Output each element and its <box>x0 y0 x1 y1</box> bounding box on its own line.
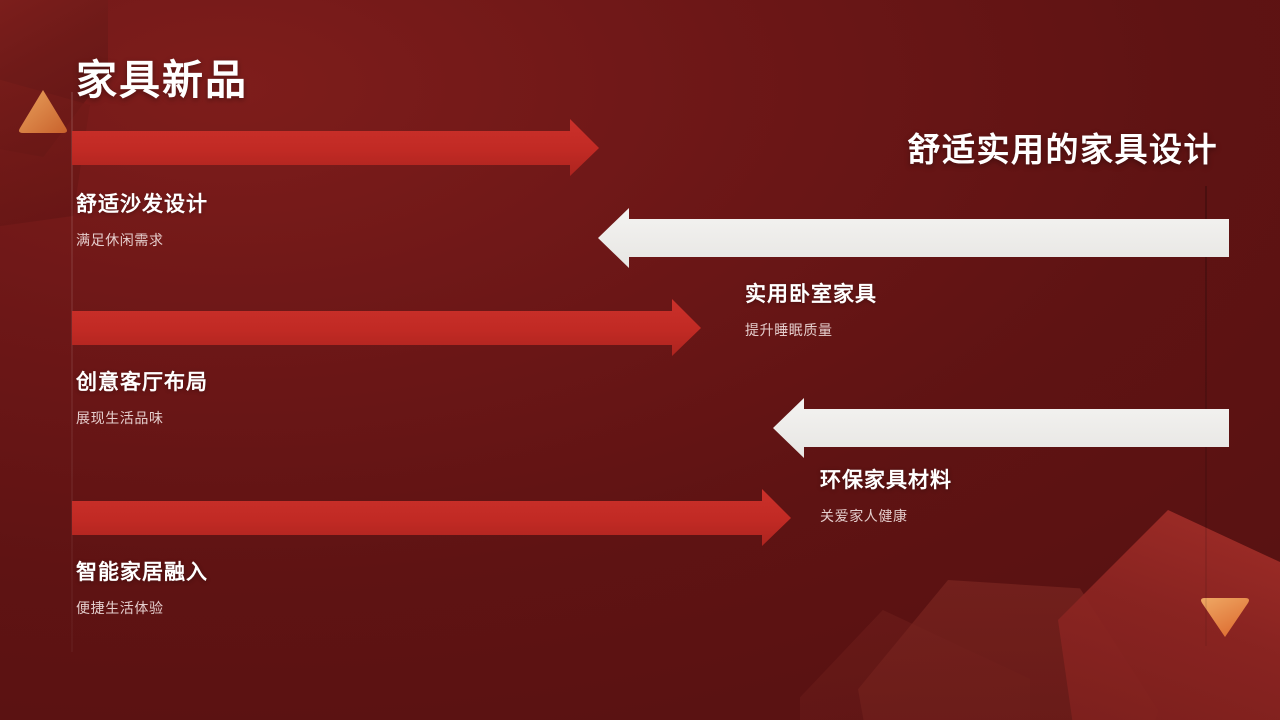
bottom-right-polygon-decoration-mid <box>858 580 1158 720</box>
item-block-3: 创意客厅布局 展现生活品味 <box>76 366 406 428</box>
item-block-4: 环保家具材料 关爱家人健康 <box>820 464 1150 526</box>
bottom-right-polygon-decoration-back <box>800 610 1030 720</box>
item-desc-2: 提升睡眠质量 <box>745 322 833 338</box>
right-red-arrow-2 <box>72 298 702 358</box>
item-block-2: 实用卧室家具 提升睡眠质量 <box>745 278 1075 340</box>
item-title-5: 智能家居融入 <box>76 561 208 584</box>
right-red-arrow-3 <box>72 488 792 548</box>
left-guide-rail <box>71 92 73 652</box>
item-block-5: 智能家居融入 便捷生活体验 <box>76 556 406 618</box>
slide-side-heading: 舒适实用的家具设计 <box>907 131 1218 168</box>
right-red-arrow-1 <box>72 118 600 178</box>
bottom-right-polygon-decoration-front <box>1058 510 1280 720</box>
bottom-right-triangle-icon <box>1200 596 1250 640</box>
left-white-arrow-2 <box>773 396 1230 460</box>
item-block-1: 舒适沙发设计 满足休闲需求 <box>76 188 406 250</box>
item-title-2: 实用卧室家具 <box>745 283 877 306</box>
page-title: 家具新品 <box>76 57 248 103</box>
item-title-3: 创意客厅布局 <box>76 371 208 394</box>
item-desc-5: 便捷生活体验 <box>76 600 164 616</box>
item-title-4: 环保家具材料 <box>820 469 952 492</box>
top-left-triangle-icon <box>16 87 70 135</box>
item-desc-3: 展现生活品味 <box>76 410 164 426</box>
item-desc-1: 满足休闲需求 <box>76 232 164 248</box>
item-title-1: 舒适沙发设计 <box>76 193 208 216</box>
item-desc-4: 关爱家人健康 <box>820 508 908 524</box>
left-white-arrow-1 <box>598 206 1230 270</box>
